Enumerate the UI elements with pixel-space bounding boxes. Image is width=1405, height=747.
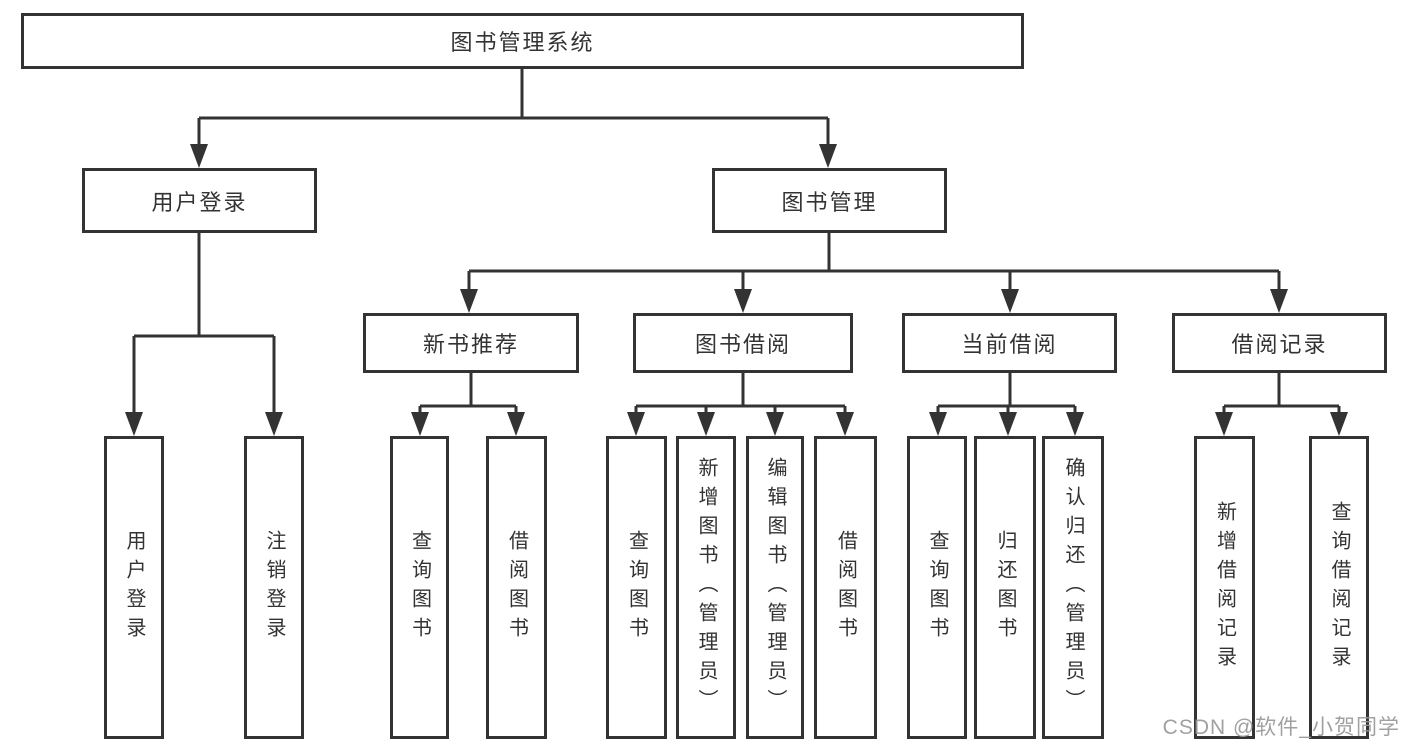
node-current-borrowing: 当前借阅 — [902, 313, 1117, 373]
node-label: 图书管理系统 — [450, 30, 595, 55]
node-user-login: 用户登录 — [82, 168, 317, 233]
node-book-management-system: 图书管理系统 — [21, 13, 1024, 69]
leaf-current-confirm-return-admin: 确认归还（管理员） — [1042, 436, 1104, 739]
node-book-management: 图书管理 — [712, 168, 947, 233]
leaf-borrowing-borrow-books: 借阅图书 — [814, 436, 877, 739]
leaf-label: 新增借阅记录 — [1213, 500, 1236, 675]
leaf-borrowing-edit-books-admin: 编辑图书（管理员） — [746, 436, 804, 739]
node-label: 当前借阅 — [961, 332, 1058, 357]
leaf-current-query-books: 查询图书 — [907, 436, 967, 739]
leaf-records-add-record: 新增借阅记录 — [1194, 436, 1255, 739]
leaf-label: 查询图书 — [926, 529, 948, 646]
leaf-label: 查询借阅记录 — [1328, 500, 1350, 675]
leaf-label: 归还图书 — [994, 529, 1016, 646]
leaf-label: 用户登录 — [123, 529, 145, 646]
node-book-borrowing: 图书借阅 — [633, 313, 853, 373]
leaf-label: 查询图书 — [625, 529, 648, 646]
node-label: 图书借阅 — [694, 332, 791, 357]
node-new-book-recommend: 新书推荐 — [363, 313, 579, 373]
node-borrowing-records: 借阅记录 — [1172, 313, 1387, 373]
leaf-user-login: 用户登录 — [104, 436, 164, 739]
leaf-label: 编辑图书（管理员） — [764, 457, 786, 718]
leaf-borrowing-add-books-admin: 新增图书（管理员） — [676, 436, 736, 739]
leaf-recommend-borrow-books: 借阅图书 — [486, 436, 547, 739]
node-label: 新书推荐 — [422, 332, 519, 357]
node-label: 借阅记录 — [1231, 332, 1328, 357]
leaf-logout: 注销登录 — [244, 436, 304, 739]
leaf-label: 新增图书（管理员） — [695, 457, 717, 718]
leaf-label: 确认归还（管理员） — [1062, 457, 1084, 718]
leaf-current-return-books: 归还图书 — [974, 436, 1036, 739]
node-label: 用户登录 — [151, 189, 248, 215]
leaf-recommend-query-books: 查询图书 — [390, 436, 449, 739]
leaf-label: 查询图书 — [408, 529, 431, 646]
node-label: 图书管理 — [781, 189, 878, 215]
leaf-label: 借阅图书 — [505, 529, 528, 646]
leaf-label: 借阅图书 — [834, 529, 857, 646]
watermark-text: CSDN @软件_小贺同学 — [1162, 716, 1400, 739]
leaf-borrowing-query-books: 查询图书 — [606, 436, 667, 739]
leaf-records-query-record: 查询借阅记录 — [1309, 436, 1369, 739]
leaf-label: 注销登录 — [263, 529, 285, 646]
